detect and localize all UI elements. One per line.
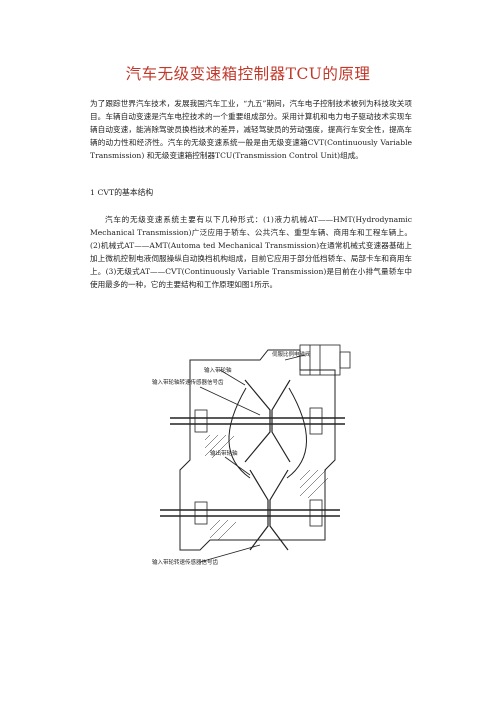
cvt-cross-section-drawing: 伺服比例电磁阀 输入带轮轴 输入带轮轴转速传感器信号齿 输出带轮轴 输入带轮转速… — [152, 344, 351, 566]
output-sensor-label: 输入带轮转速传感器信号齿 — [152, 558, 219, 566]
input-shaft-label: 输入带轮轴 — [204, 366, 232, 374]
input-sensor-label: 输入带轮轴转速传感器信号齿 — [152, 378, 224, 386]
document-title: 汽车无级变速箱控制器TCU的原理 — [125, 65, 371, 83]
intro-paragraph: 为了跟踪世界汽车技术，发展我国汽车工业，“九五”期间，汽车电子控制技术被列为科技… — [90, 99, 412, 160]
body-paragraph: 汽车的无级变速系统主要有以下几种形式：(1)液力机械AT——HMT(Hydrod… — [90, 215, 412, 289]
output-shaft-label: 输出带轮轴 — [210, 449, 238, 457]
cvt-diagram-figure: 伺服比例电磁阀 输入带轮轴 输入带轮轴转速传感器信号齿 输出带轮轴 输入带轮转速… — [150, 340, 356, 568]
section-heading: 1 CVT的基本结构 — [90, 188, 154, 197]
motor-label: 伺服比例电磁阀 — [272, 350, 311, 358]
